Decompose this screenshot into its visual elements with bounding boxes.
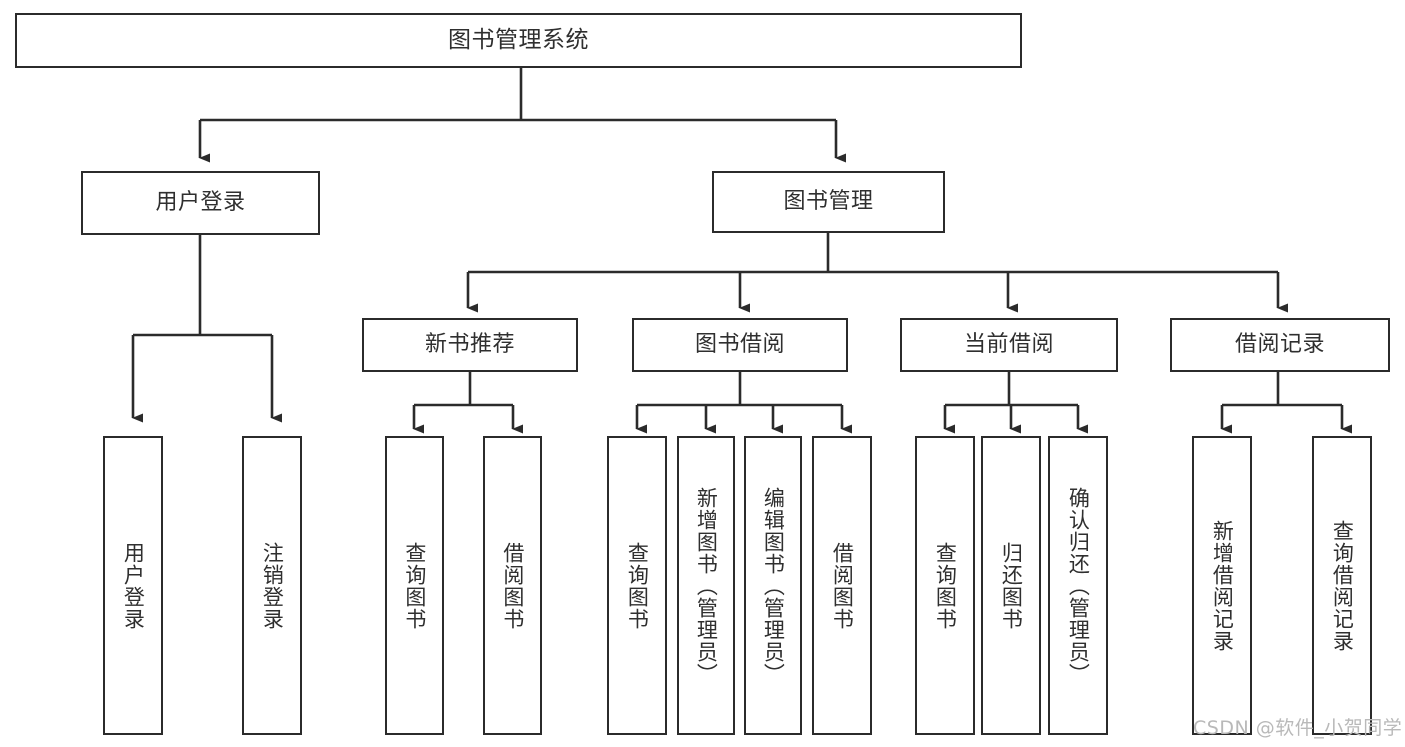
node-root[interactable]: 图书管理系统: [15, 13, 1022, 68]
node-leaf-add-book[interactable]: 新增图书（管理员）: [677, 436, 735, 735]
node-leaf-edit-book-label: 编辑图书（管理员）: [761, 486, 786, 685]
node-leaf-query-book-1-label: 查询图书: [402, 541, 427, 630]
node-current-borrow[interactable]: 当前借阅: [900, 318, 1118, 372]
node-leaf-user-login[interactable]: 用户登录: [103, 436, 163, 735]
node-book-borrow-label: 图书借阅: [694, 331, 785, 357]
node-book-manage-label: 图书管理: [783, 188, 874, 214]
node-current-borrow-label: 当前借阅: [963, 331, 1054, 357]
node-leaf-query-record-label: 查询借阅记录: [1330, 519, 1355, 652]
node-leaf-add-book-label: 新增图书（管理员）: [694, 486, 719, 685]
node-leaf-borrow-book-1-label: 借阅图书: [500, 541, 525, 630]
node-user-login-label: 用户登录: [155, 189, 246, 215]
node-book-manage[interactable]: 图书管理: [712, 171, 945, 233]
node-leaf-return-book-label: 归还图书: [999, 541, 1024, 630]
node-leaf-query-book-1[interactable]: 查询图书: [385, 436, 444, 735]
node-leaf-borrow-book-1[interactable]: 借阅图书: [483, 436, 542, 735]
node-leaf-user-logout-label: 注销登录: [260, 541, 285, 630]
node-root-label: 图书管理系统: [448, 26, 589, 53]
node-borrow-record[interactable]: 借阅记录: [1170, 318, 1390, 372]
csdn-watermark: CSDN @软件_小贺同学: [1193, 717, 1403, 739]
node-leaf-query-book-2[interactable]: 查询图书: [607, 436, 667, 735]
node-leaf-add-record[interactable]: 新增借阅记录: [1192, 436, 1252, 735]
node-leaf-add-record-label: 新增借阅记录: [1210, 519, 1235, 652]
node-new-book-recommend[interactable]: 新书推荐: [362, 318, 578, 372]
node-leaf-edit-book[interactable]: 编辑图书（管理员）: [744, 436, 802, 735]
node-leaf-query-book-3[interactable]: 查询图书: [915, 436, 975, 735]
node-leaf-borrow-book-2-label: 借阅图书: [830, 541, 855, 630]
node-leaf-confirm-return-label: 确认归还（管理员）: [1066, 486, 1091, 685]
node-leaf-confirm-return[interactable]: 确认归还（管理员）: [1048, 436, 1108, 735]
node-leaf-query-book-2-label: 查询图书: [625, 541, 650, 630]
node-book-borrow[interactable]: 图书借阅: [632, 318, 848, 372]
node-leaf-query-book-3-label: 查询图书: [933, 541, 958, 630]
node-new-book-recommend-label: 新书推荐: [424, 331, 515, 357]
node-leaf-query-record[interactable]: 查询借阅记录: [1312, 436, 1372, 735]
node-borrow-record-label: 借阅记录: [1234, 331, 1325, 357]
node-leaf-return-book[interactable]: 归还图书: [981, 436, 1041, 735]
node-leaf-user-login-label: 用户登录: [121, 541, 146, 630]
node-leaf-user-logout[interactable]: 注销登录: [242, 436, 302, 735]
node-user-login[interactable]: 用户登录: [81, 171, 320, 235]
node-leaf-borrow-book-2[interactable]: 借阅图书: [812, 436, 872, 735]
